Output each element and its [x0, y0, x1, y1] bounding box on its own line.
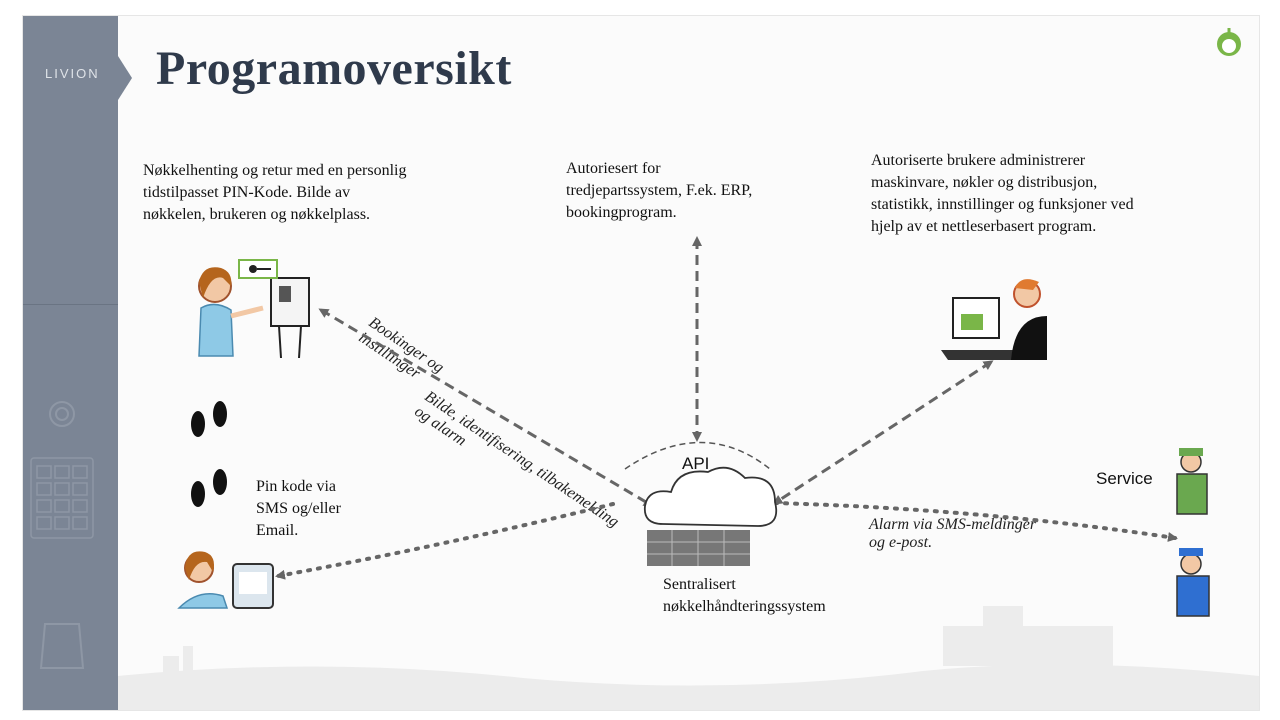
arrow-bookinger — [318, 308, 654, 507]
service-label: Service — [1096, 469, 1153, 488]
arrow-phone — [275, 502, 615, 580]
slide: LIVION Programoversikt Nøkkelhenting og … — [22, 15, 1260, 711]
cloud-server-icon — [643, 466, 778, 566]
page-title: Programoversikt — [156, 42, 512, 95]
arrow-service — [773, 501, 1178, 542]
autoriesert-text: Autoriesert for tredjepartssystem, F.ek.… — [566, 160, 753, 221]
autoriserte-brukere-text: Autoriserte brukere administrerer maskin… — [871, 152, 1134, 235]
keypad-icon — [30, 457, 94, 539]
pin-kode-info-text: Nøkkelhenting og retur med en personlig … — [143, 162, 407, 223]
skyline-decoration — [118, 606, 1259, 710]
mascot-icon — [1217, 28, 1241, 56]
phone-user-icon — [177, 551, 274, 609]
sentralisert-text: Sentralisert nøkkelhåndteringssystem — [663, 576, 826, 615]
footprints-icon — [191, 401, 227, 507]
alarm-label: Alarm via SMS-meldinger og e-post. — [869, 516, 1037, 551]
api-arc — [624, 441, 771, 470]
cup-icon — [39, 623, 85, 669]
brand-logo: LIVION — [45, 66, 100, 81]
service-worker-icon — [1176, 448, 1210, 617]
kiosk-user-icon — [198, 259, 310, 359]
api-label: API — [682, 454, 710, 473]
sidebar-icons — [30, 401, 94, 669]
computer-user-icon — [941, 279, 1047, 360]
diagram-graphics — [118, 28, 1259, 710]
sidebar-divider — [23, 304, 118, 305]
fingerprint-icon — [49, 401, 75, 427]
arrow-computer — [772, 360, 994, 505]
sidebar-tab — [118, 56, 132, 100]
sidebar: LIVION — [23, 16, 132, 710]
